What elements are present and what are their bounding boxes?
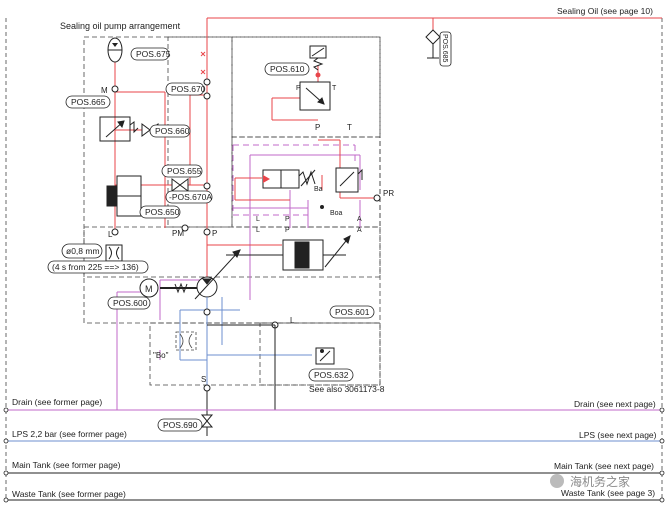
motor-m xyxy=(139,278,159,298)
diagram-title: Sealing oil pump arrangement xyxy=(60,21,181,31)
port-pr: PR xyxy=(383,189,394,198)
lps-right-label: LPS (see next page) xyxy=(579,430,657,440)
pos675-label: POS.675 xyxy=(136,49,171,59)
port-l-a: L xyxy=(256,216,260,223)
port-p-valve: P xyxy=(296,85,301,92)
sealing-oil-label: Sealing Oil (see page 10) xyxy=(557,6,653,16)
port-p-a: P xyxy=(285,216,290,223)
port-p-b: P xyxy=(285,227,290,234)
servo-cylinder xyxy=(226,235,351,271)
bo-box xyxy=(175,331,197,351)
pos655-label: POS.655 xyxy=(167,166,202,176)
control-valve-block xyxy=(262,167,363,209)
sealing-oil-line xyxy=(206,17,662,230)
pos600-label: POS.600 xyxy=(113,298,148,308)
main-left-label: Main Tank (see former page) xyxy=(12,460,121,470)
accumulator-pos675 xyxy=(107,37,123,63)
main-right-label: Main Tank (see next page) xyxy=(554,461,654,471)
drain-rail xyxy=(3,407,665,413)
cross-marks xyxy=(200,51,206,75)
pos601-label: POS.601 xyxy=(335,307,370,317)
blue-suction-lines xyxy=(179,297,312,385)
port-nodes xyxy=(111,224,279,392)
main-tank-rail xyxy=(3,470,665,476)
orifice-label: ø0,8 mm xyxy=(66,246,100,256)
port-pm: PM xyxy=(172,229,184,238)
pos665-label: POS.665 xyxy=(71,97,106,107)
waste-tank-rail xyxy=(3,497,665,503)
waste-left-label: Waste Tank (see former page) xyxy=(12,489,126,499)
pos632-label: POS.632 xyxy=(314,370,349,380)
lps-left-label: LPS 2,2 bar (see former page) xyxy=(12,429,127,439)
port-p-block: P xyxy=(315,123,320,132)
bo-box-label: "Bo" xyxy=(153,351,169,360)
position-tags xyxy=(47,47,375,432)
timing-label: (4 s from 225 ==> 136) xyxy=(52,262,139,272)
magenta-lines xyxy=(116,154,361,410)
check-valve-pos655 xyxy=(171,178,189,192)
port-t-valve: T xyxy=(332,85,337,92)
port-s-pump: S xyxy=(201,375,206,384)
port-boa: Boa xyxy=(330,210,343,217)
relief-valve-pos660 xyxy=(99,116,159,142)
orifice-box xyxy=(105,244,123,262)
watermark-text: 海机务之家 xyxy=(570,474,630,489)
pump-pos600 xyxy=(160,249,241,300)
pos610-label: POS.610 xyxy=(270,64,305,74)
pos685-label: POS.685 xyxy=(441,34,448,63)
port-ba: Ba xyxy=(314,186,323,193)
port-pr-node xyxy=(373,194,381,202)
pos670a-label: -POS.670A xyxy=(169,192,212,202)
port-m: M xyxy=(101,86,108,95)
port-l-pump: L xyxy=(290,316,295,325)
pos610-valve xyxy=(299,45,331,111)
port-l-b: L xyxy=(256,227,260,234)
port-m-node xyxy=(111,85,119,93)
pressure-switch-pos632 xyxy=(315,347,335,365)
valve-pos650 xyxy=(106,175,142,217)
motor-label: M xyxy=(145,284,153,294)
see-also-label: See also 3061173-8 xyxy=(309,384,385,394)
assembly-boxes xyxy=(83,36,381,386)
outer-frame xyxy=(5,18,663,500)
port-a-b: A xyxy=(357,227,362,234)
waste-right-label: Waste Tank (see page 3) xyxy=(561,488,655,498)
pos660-label: POS.660 xyxy=(155,126,190,136)
pos685-filter: POS.685 xyxy=(425,29,452,67)
port-p-main: P xyxy=(212,229,217,238)
pos670-label: POS.670 xyxy=(171,84,206,94)
black-drain-lines xyxy=(206,324,276,436)
pos650-label: POS.650 xyxy=(145,207,180,217)
wechat-icon xyxy=(550,474,564,488)
port-a-a: A xyxy=(357,216,362,223)
watermark: 海机务之家 xyxy=(550,474,630,489)
pos685-tag xyxy=(439,31,452,67)
port-l-left: L xyxy=(108,230,113,239)
port-t-block: T xyxy=(347,123,352,132)
lps-rail xyxy=(3,438,665,444)
valve-pos690 xyxy=(200,414,214,428)
magenta-dashed xyxy=(232,144,356,216)
drain-left-label: Drain (see former page) xyxy=(12,397,102,407)
drain-right-label: Drain (see next page) xyxy=(574,399,656,409)
pos690-label: POS.690 xyxy=(163,420,198,430)
